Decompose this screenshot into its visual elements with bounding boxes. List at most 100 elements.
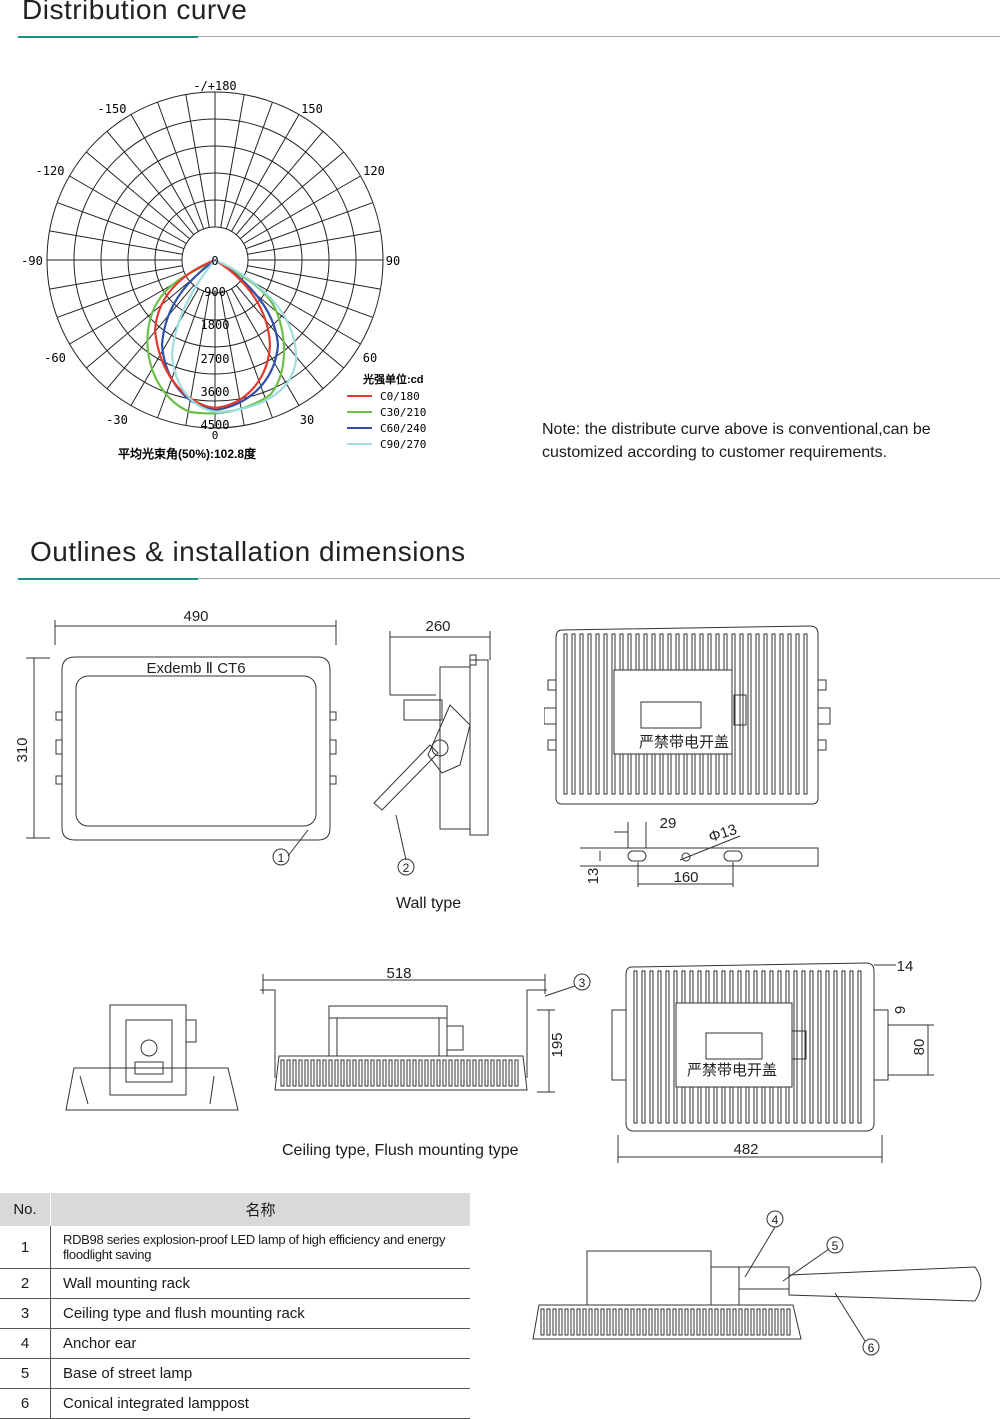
- fin: [588, 1308, 593, 1336]
- note-line-2: customized according to customer require…: [542, 444, 888, 461]
- fin: [762, 1308, 767, 1336]
- fin: [340, 1059, 345, 1087]
- dim-width-518: 518: [386, 965, 411, 982]
- fin: [436, 1059, 441, 1087]
- fin: [732, 1308, 737, 1336]
- polar-spoke: [130, 114, 199, 232]
- fin: [641, 970, 646, 1124]
- fin: [576, 1308, 581, 1336]
- distribution-curve: [153, 258, 272, 410]
- fin: [502, 1059, 507, 1087]
- parts-table: No. 名称 1 RDB98 series explosion-proof LE…: [0, 1193, 470, 1419]
- row-name: RDB98 series explosion-proof LED lamp of…: [50, 1226, 470, 1269]
- polar-spoke: [185, 94, 210, 228]
- fin: [552, 1308, 557, 1336]
- row-name: Wall mounting rack: [50, 1268, 470, 1299]
- table-row: 5 Base of street lamp: [0, 1358, 470, 1389]
- fin: [756, 1308, 761, 1336]
- fin: [633, 970, 638, 1124]
- fin: [779, 633, 784, 795]
- distribution-curve: [160, 259, 280, 412]
- ceiling-front-drawing: [65, 1004, 239, 1111]
- fin: [606, 1308, 611, 1336]
- fin: [763, 633, 768, 795]
- fin: [424, 1059, 429, 1087]
- fin: [803, 633, 808, 795]
- polar-distribution-diagram: -/+180 -150 150 -120 120 -90 90 -60 60 -…: [21, 79, 426, 461]
- wall-type-caption: Wall type: [396, 895, 462, 912]
- polar-spoke: [247, 230, 381, 255]
- fin: [594, 1308, 599, 1336]
- polar-spoke: [157, 290, 205, 419]
- fin: [364, 1059, 369, 1087]
- dim-29: 29: [660, 815, 677, 832]
- fin: [595, 633, 600, 795]
- beam-angle-label: 平均光束角(50%):102.8度: [118, 446, 257, 461]
- fin: [358, 1059, 363, 1087]
- fin: [280, 1059, 285, 1087]
- front-view-drawing: 490 310 Exdemb Ⅱ CT6 1: [14, 608, 337, 866]
- fin: [454, 1059, 459, 1087]
- fin: [394, 1059, 399, 1087]
- fin: [540, 1308, 545, 1336]
- fin: [612, 1308, 617, 1336]
- polar-spoke: [185, 292, 210, 426]
- fin: [478, 1059, 483, 1087]
- angle-label-180: -/+180: [193, 79, 236, 93]
- row-name: Anchor ear: [50, 1328, 470, 1359]
- polar-spoke: [56, 270, 185, 318]
- cover-warning-text-2: 严禁带电开盖: [687, 1062, 777, 1079]
- polar-spoke: [231, 288, 300, 406]
- angle-label-neg30: -30: [106, 413, 128, 427]
- table-header-row: No. 名称: [0, 1193, 470, 1226]
- polar-spoke: [220, 94, 245, 228]
- dim-14: 14: [897, 958, 914, 975]
- legend-label-c60: C60/240: [380, 422, 426, 435]
- header-no: No.: [0, 1193, 51, 1226]
- fin: [400, 1059, 405, 1087]
- fin: [579, 633, 584, 795]
- legend-label-c90: C90/270: [380, 438, 426, 451]
- fin: [738, 1308, 743, 1336]
- dim-9: 9: [892, 1006, 909, 1014]
- polar-spoke: [239, 151, 345, 240]
- row-name: Base of street lamp: [50, 1358, 470, 1389]
- fin: [825, 970, 830, 1124]
- title-rule-accent: [18, 36, 198, 38]
- fin: [328, 1059, 333, 1087]
- angle-label-neg150: -150: [98, 102, 127, 116]
- fin: [298, 1059, 303, 1087]
- callout-5: 5: [832, 1239, 839, 1253]
- fin: [466, 1059, 471, 1087]
- fin: [786, 1308, 791, 1336]
- polar-spoke: [225, 101, 273, 230]
- row-name: Conical integrated lamppost: [50, 1388, 470, 1419]
- fin: [849, 970, 854, 1124]
- fin: [376, 1059, 381, 1087]
- back-view-drawing: 严禁带电开盖: [544, 625, 831, 805]
- fin: [448, 1059, 453, 1087]
- polar-spoke: [69, 175, 187, 244]
- polar-spoke: [157, 101, 205, 230]
- legend-label-c30: C30/210: [380, 406, 426, 419]
- fin: [570, 1308, 575, 1336]
- fin: [563, 633, 568, 795]
- fin: [657, 970, 662, 1124]
- fin: [286, 1059, 291, 1087]
- dim-phi13: Φ13: [707, 821, 740, 846]
- row-no: 5: [0, 1358, 51, 1389]
- radial-label-2700: 2700: [201, 352, 230, 366]
- fin: [654, 1308, 659, 1336]
- row-no: 4: [0, 1328, 51, 1359]
- bracket-bar-drawing: 29 Φ13 13 160: [580, 815, 819, 887]
- table-row: 4 Anchor ear: [0, 1328, 470, 1359]
- wall-type-drawing: 260 2: [373, 618, 491, 876]
- fin: [755, 633, 760, 795]
- polar-spoke: [130, 288, 199, 406]
- polar-curves: [146, 258, 298, 415]
- fin: [648, 1308, 653, 1336]
- fin: [508, 1059, 513, 1087]
- fin: [771, 633, 776, 795]
- fin: [747, 633, 752, 795]
- polar-spoke: [85, 151, 191, 240]
